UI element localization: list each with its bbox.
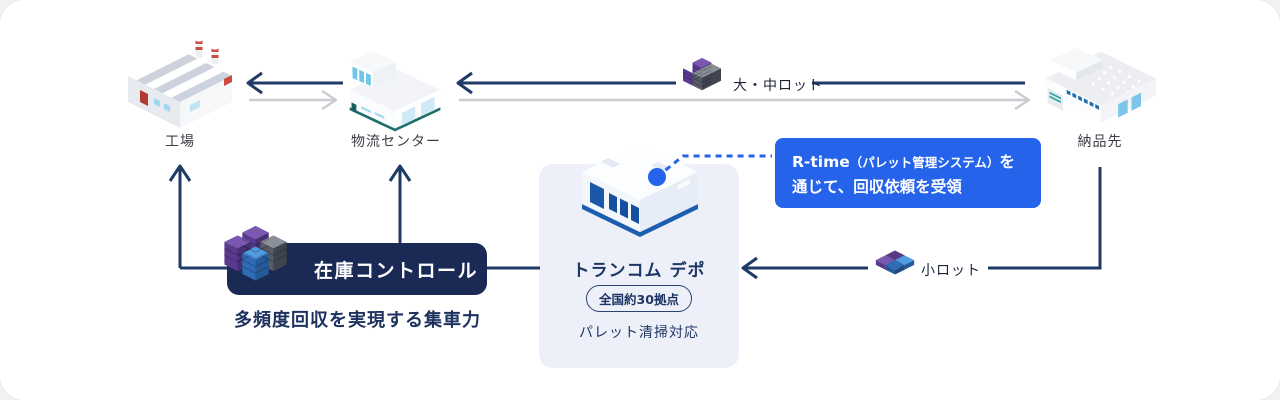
depot-badge: 全国約30拠点	[586, 285, 692, 312]
large-medium-lot-label: 大・中ロット	[733, 78, 823, 94]
small-lot-label: 小ロット	[921, 263, 981, 279]
roof-vents-icon	[1091, 65, 1141, 101]
logistics-center-icon	[349, 51, 441, 132]
depot-title: トランコム デポ	[572, 261, 706, 281]
delivery-destination-label: 納品先	[1077, 134, 1123, 150]
pallet-stacks-inventory-icon	[224, 225, 287, 281]
ribbon-windows-icon	[1066, 89, 1100, 110]
inventory-control-caption: 多頻度回収を実現する集車力	[234, 310, 481, 331]
pallet-stack-large-icon	[682, 57, 721, 91]
factory-chimney-icon	[195, 38, 219, 64]
factory-label: 工場	[165, 134, 195, 150]
inventory-control-label: 在庫コントロール	[313, 259, 478, 282]
delivery-destination-icon	[1045, 47, 1157, 123]
depot-note: パレット清掃対応	[579, 325, 699, 341]
arrow-logistics-to-factory	[246, 71, 343, 95]
pallet-cube	[682, 57, 721, 91]
factory-icon	[128, 38, 232, 128]
rtime-callout-line1: R-time（パレット管理システム）を	[792, 153, 1015, 171]
depot-icon	[582, 144, 698, 237]
rtime-callout: R-time（パレット管理システム）を 通じて、回収依頼を受領	[775, 138, 1041, 208]
arrow-factory-to-logistics	[249, 89, 338, 111]
rtime-callout-line2: 通じて、回収依頼を受領	[792, 177, 962, 196]
depot-badge-wrap: 全国約30拠点	[539, 285, 739, 312]
logistics-center-label: 物流センター	[351, 134, 441, 150]
pallet-flat-small-icon	[875, 250, 915, 275]
